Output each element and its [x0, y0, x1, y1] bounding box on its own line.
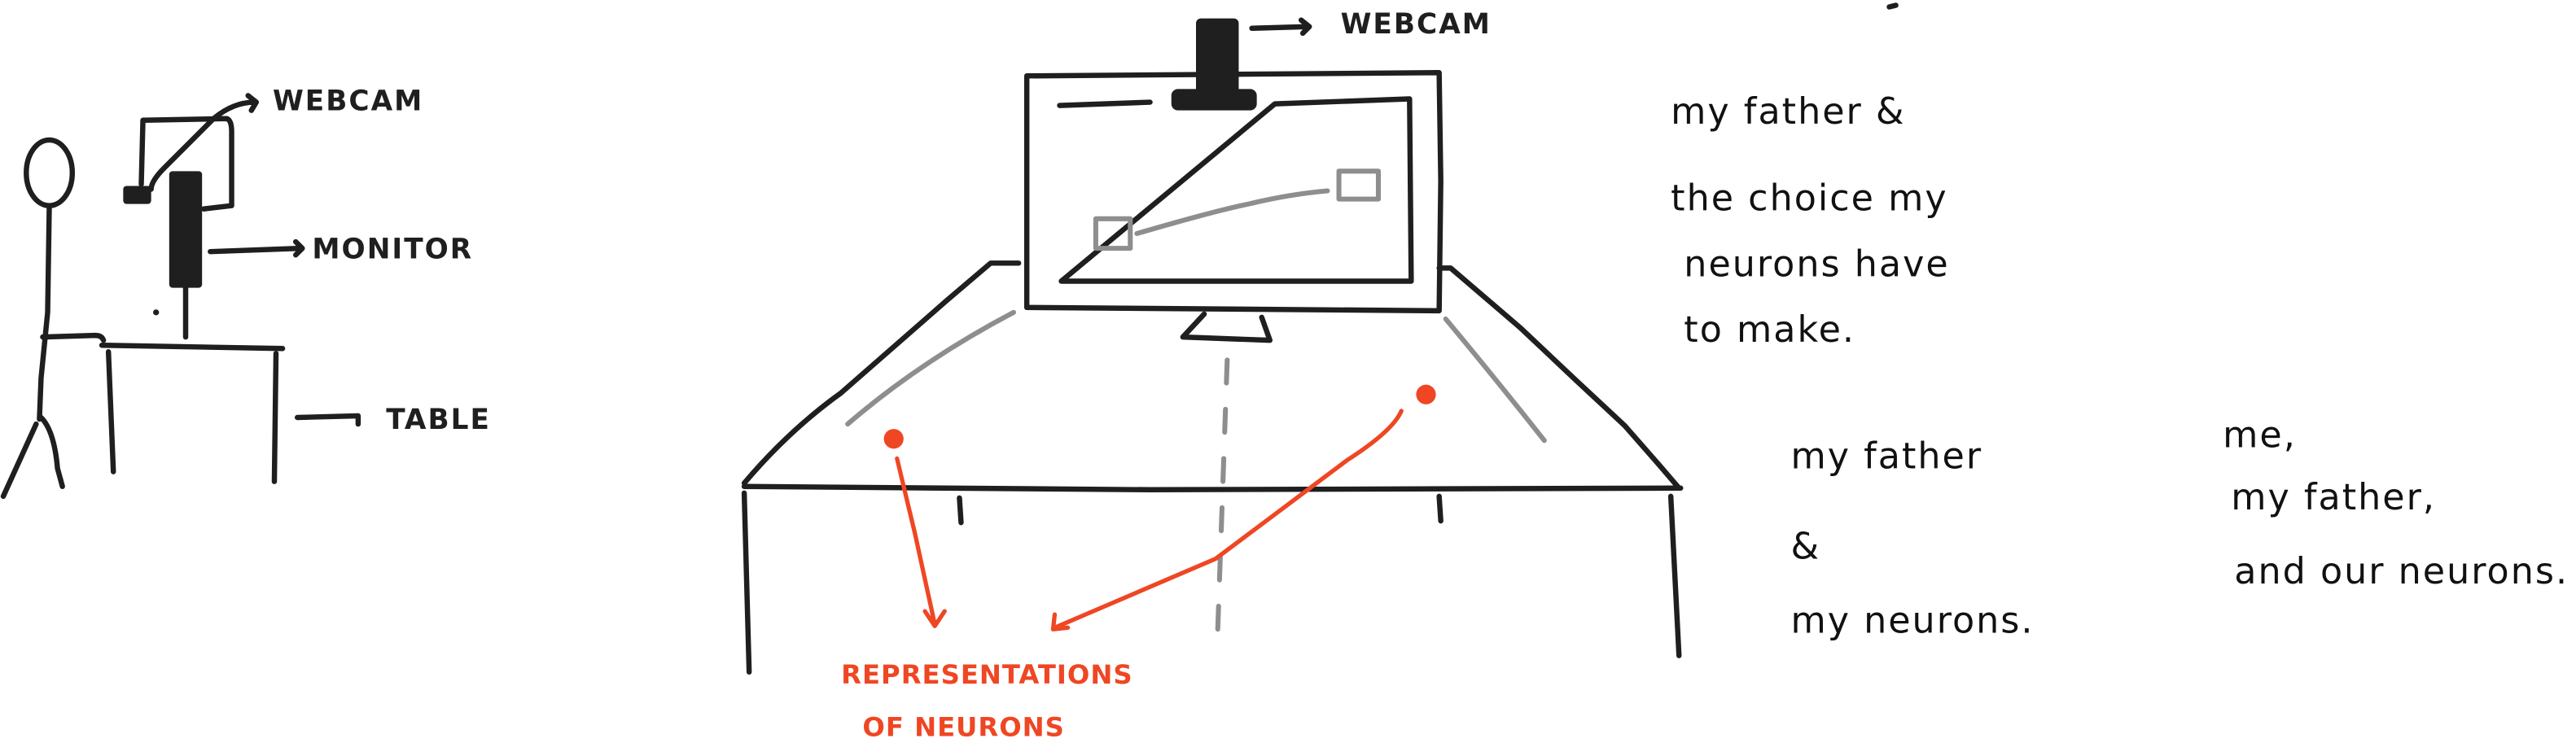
on-screen-diagram: [1093, 168, 1382, 251]
side-table-label: TABLE: [386, 404, 491, 436]
side-webcam-label: WEBCAM: [273, 85, 423, 118]
neuron-arrow-right: [1050, 409, 1404, 632]
side-monitor-label: MONITOR: [312, 233, 473, 265]
stray-mark: [1886, 2, 1899, 10]
front-table: [741, 260, 1684, 675]
note-line: neurons have: [1684, 243, 1949, 285]
neuron-dot-right: [1416, 384, 1436, 404]
note-line: to make.: [1684, 309, 1855, 351]
note-line: me,: [2223, 414, 2297, 456]
neurons-label-line1: REPRESENTATIONS: [841, 659, 1133, 690]
note-line: my father: [1790, 436, 1982, 478]
neuron-markers: [883, 384, 1436, 632]
table-edge-shading-left: [845, 309, 1017, 427]
center-dashed-line: [1215, 357, 1230, 644]
neuron-dot-left: [883, 429, 904, 449]
note-block-2: my father & my neurons.: [1790, 436, 2034, 642]
note-line: the choice my: [1671, 178, 1947, 220]
table-edge-shading-right: [1443, 316, 1547, 444]
note-line: and our neurons.: [2234, 551, 2569, 592]
table-arrow: [295, 413, 361, 427]
side-view-sketch: WEBCAM MONITOR TABLE: [0, 85, 491, 500]
side-webcam: [123, 116, 234, 212]
note-block-1: my father & the choice my neurons have t…: [1671, 91, 1949, 351]
note-line: my father,: [2231, 477, 2436, 518]
front-webcam-label: WEBCAM: [1341, 8, 1492, 41]
front-webcam: [1171, 18, 1257, 111]
note-line: &: [1790, 527, 1820, 568]
webcam-arrow: [148, 93, 260, 192]
front-view-sketch: WEBCAM REPRESENTATIONS OF NEURONS: [741, 8, 1684, 742]
front-webcam-arrow: [1249, 17, 1312, 37]
neurons-label-line2: OF NEURONS: [862, 711, 1065, 742]
side-monitor: [153, 171, 203, 340]
monitor-arrow: [208, 238, 305, 258]
note-line: my father &: [1671, 91, 1905, 133]
front-monitor: [1023, 70, 1444, 343]
note-line: my neurons.: [1790, 600, 2034, 641]
neuron-arrow-left: [895, 456, 947, 628]
note-block-3: me, my father, and our neurons.: [2223, 414, 2569, 592]
side-table: [99, 342, 286, 484]
stick-figure: [0, 137, 107, 500]
